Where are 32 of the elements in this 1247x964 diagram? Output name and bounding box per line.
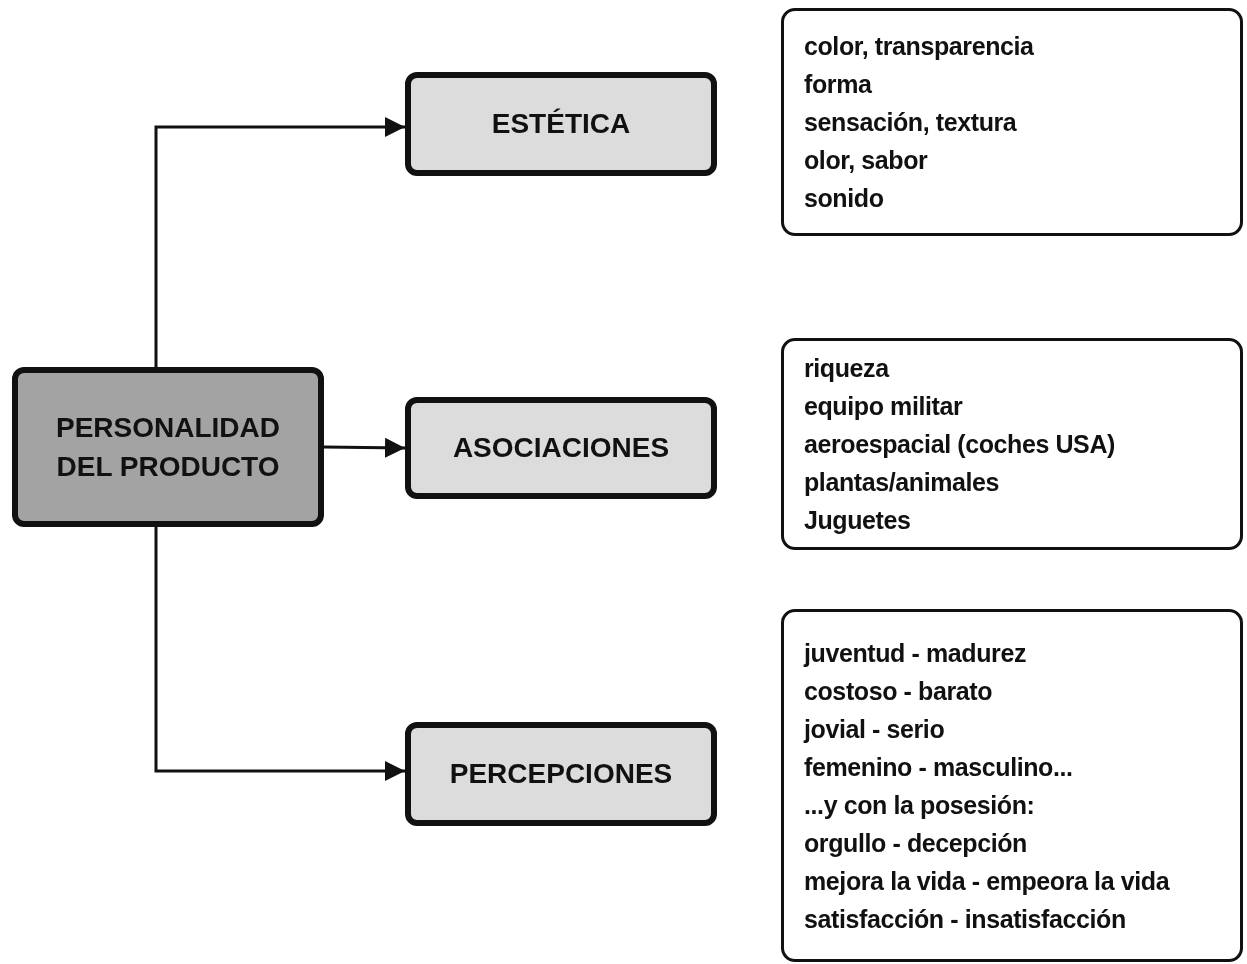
box-label: ESTÉTICA <box>491 106 631 141</box>
list-item: ...y con la posesión: <box>804 789 1035 821</box>
category-box <box>405 72 717 176</box>
list-item: plantas/animales <box>804 467 1000 498</box>
list-item: forma <box>804 69 872 100</box>
list-box <box>781 8 1243 236</box>
list-box <box>781 338 1243 550</box>
arrow <box>323 437 406 458</box>
list-item: color, transparencia <box>804 31 1034 62</box>
list-item: costoso - barato <box>804 675 993 707</box>
list-item: jovial - serio <box>804 713 945 745</box>
category-box <box>405 397 717 499</box>
box-label: PERSONALIDAD DEL PRODUCTO <box>55 410 281 484</box>
list-item: equipo militar <box>804 391 963 422</box>
category-box <box>405 722 717 826</box>
list-item: satisfacción - insatisfacción <box>804 903 1126 935</box>
arrow <box>154 117 405 367</box>
list-item: aeroespacial (coches USA) <box>804 429 1115 460</box>
list-item: mejora la vida - empeora la vida <box>804 865 1170 897</box>
main-box <box>12 367 324 527</box>
arrow <box>154 527 405 781</box>
box-label: ASOCIACIONES <box>452 430 670 465</box>
list-item: olor, sabor <box>804 145 928 176</box>
list-box <box>781 609 1243 962</box>
list-item: sonido <box>804 183 884 214</box>
list-item: sensación, textura <box>804 107 1017 138</box>
list-item: juventud - madurez <box>804 637 1026 669</box>
list-item: Juguetes <box>804 505 911 536</box>
list-item: femenino - masculino... <box>804 751 1073 783</box>
list-item: riqueza <box>804 353 889 384</box>
list-item: orgullo - decepción <box>804 827 1027 859</box>
box-label: PERCEPCIONES <box>449 756 673 791</box>
